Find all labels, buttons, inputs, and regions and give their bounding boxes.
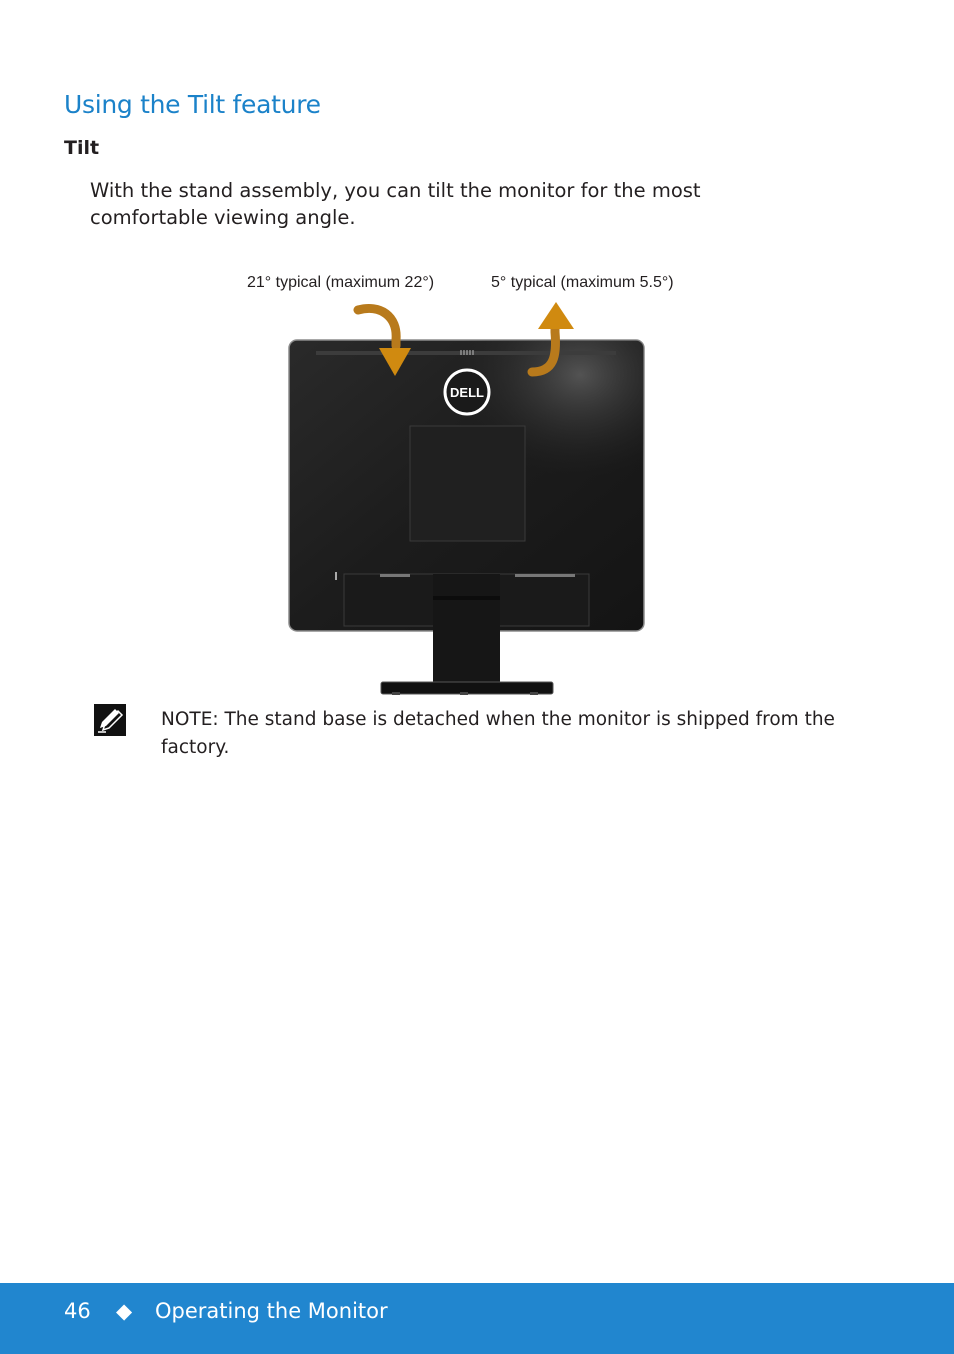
page-footer: 46 ◆ Operating the Monitor	[0, 1283, 954, 1354]
monitor-stand	[380, 574, 554, 695]
note-label: NOTE:	[161, 709, 219, 730]
section-subheading: Tilt	[64, 137, 100, 159]
tilt-back-label: 21° typical (maximum 22°)	[247, 274, 435, 291]
tilt-description: With the stand assembly, you can tilt th…	[90, 179, 701, 229]
note-text: NOTE: The stand base is detached when th…	[161, 706, 861, 762]
monitor-tilt-illustration: DELL	[288, 302, 645, 695]
svg-text:DELL: DELL	[450, 385, 484, 400]
page-number: 46	[64, 1299, 91, 1323]
page-title: Using the Tilt feature	[64, 90, 321, 119]
tilt-back-arrow	[353, 304, 411, 376]
monitor-back	[288, 339, 645, 632]
dell-logo: DELL	[443, 368, 491, 416]
tilt-forward-arrow	[527, 302, 574, 377]
diamond-separator-icon: ◆	[116, 1299, 133, 1323]
note-body: The stand base is detached when the moni…	[161, 709, 835, 758]
footer-section-title: Operating the Monitor	[155, 1299, 388, 1323]
tilt-forward-label: 5° typical (maximum 5.5°)	[491, 274, 674, 291]
note-pencil-icon	[94, 704, 126, 736]
